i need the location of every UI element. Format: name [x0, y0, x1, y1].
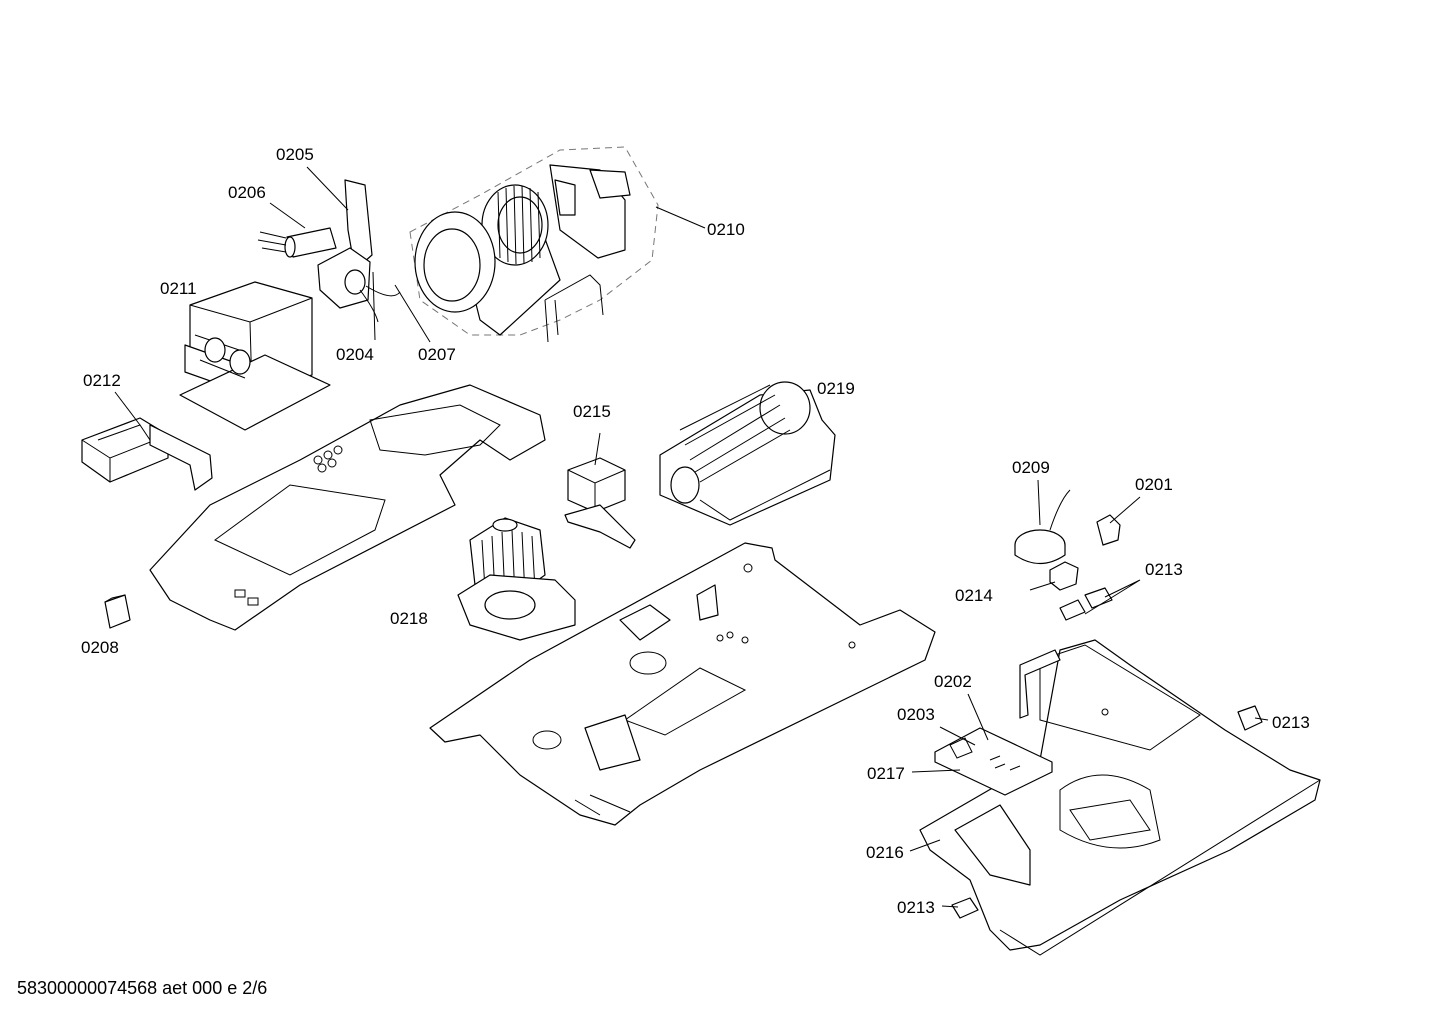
label-0211: 0211: [160, 279, 197, 298]
document-id: 58300000074568 aet 000 e 2/6: [17, 978, 268, 998]
label-0204: 0204: [336, 345, 374, 364]
transformer-0215: [564, 457, 636, 549]
label-0213-lower: 0213: [897, 898, 935, 917]
small-transformer-0212: [81, 417, 213, 491]
label-0215: 0215: [573, 402, 611, 421]
label-0213-upper: 0213: [1145, 560, 1183, 579]
relay-0208: [104, 594, 131, 629]
tangential-fan-0219: [659, 381, 836, 526]
part-labels: 0205 0206 0210 0211 0204 0207 0212 0219 …: [81, 145, 1310, 917]
label-0206: 0206: [228, 183, 266, 202]
label-0214: 0214: [955, 586, 993, 605]
capacitor-bracket-assembly: [257, 179, 401, 323]
label-0209: 0209: [1012, 458, 1050, 477]
label-0210: 0210: [707, 220, 745, 239]
label-0202: 0202: [934, 672, 972, 691]
label-0208: 0208: [81, 638, 119, 657]
label-0212: 0212: [83, 371, 121, 390]
label-0219: 0219: [817, 379, 855, 398]
label-0213-right: 0213: [1272, 713, 1310, 732]
label-0216: 0216: [866, 843, 904, 862]
label-0207: 0207: [418, 345, 456, 364]
right-base-assembly: [919, 639, 1321, 956]
label-0218: 0218: [390, 609, 428, 628]
transformer-0211: [179, 281, 331, 431]
left-chassis-plate: [149, 384, 546, 631]
label-0201: 0201: [1135, 475, 1173, 494]
circuit-board-0217: [934, 727, 1053, 796]
leader-lines: [114, 166, 1269, 908]
switches-group: [951, 489, 1263, 919]
motor-0218: [457, 517, 576, 641]
fan-assembly-0210: [409, 146, 659, 343]
label-0217: 0217: [867, 764, 905, 783]
label-0203: 0203: [897, 705, 935, 724]
center-base-plate: [429, 542, 936, 826]
label-0205: 0205: [276, 145, 314, 164]
